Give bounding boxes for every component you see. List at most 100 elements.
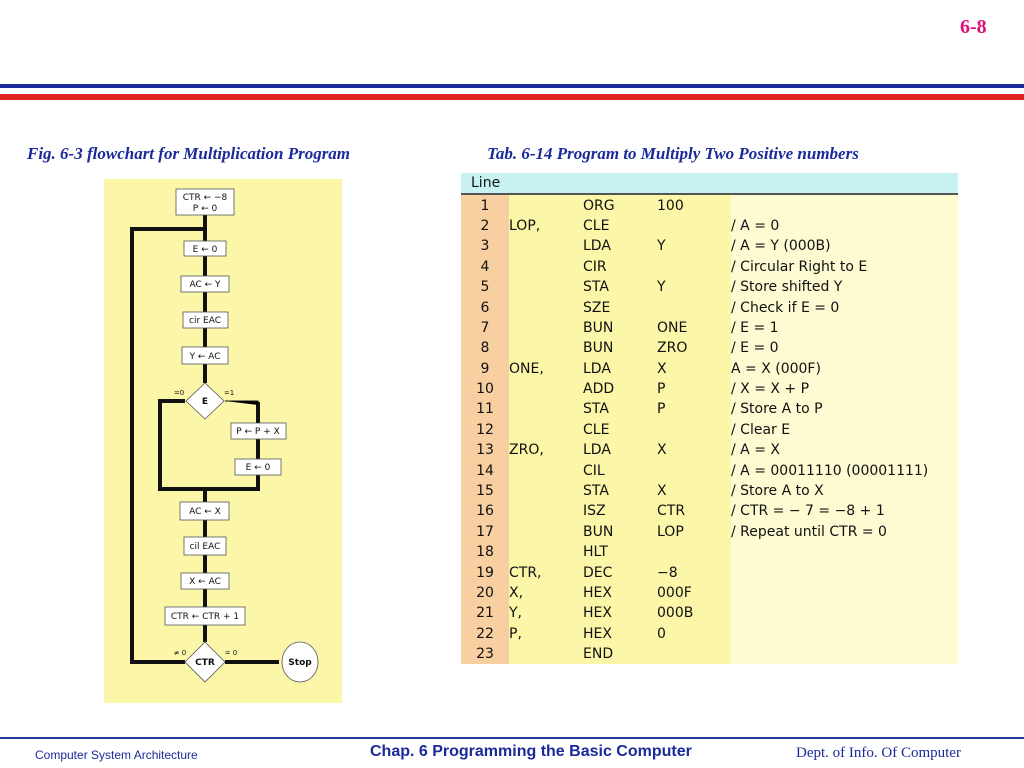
operand-cell [657,256,731,277]
flowchart-panel: CTR ← −8 P ← 0 E ← 0 AC ← Y cir EAC Y ← … [104,179,342,703]
operand-cell: 000F [657,582,731,604]
operand-cell [657,460,731,481]
comment-cell: / Check if E = 0 [731,297,958,318]
operand-cell: Y [657,236,731,257]
opcode-cell: STA [583,276,657,298]
comment-cell: / E = 1 [731,317,958,339]
comment-cell: / A = 0 [731,215,958,237]
operand-cell: −8 [657,562,731,583]
footer-department: Dept. of Info. Of Computer [796,745,961,761]
opcode-cell: CLE [583,215,657,237]
label-cell: CTR, [509,562,583,583]
comment-cell: / Store A to X [731,480,958,502]
line-number: 3 [461,236,509,257]
opcode-cell: CLE [583,419,657,441]
table-row: 18 HLT [461,542,958,563]
flow-e-zero: =0 [174,389,184,397]
operand-cell [657,215,731,237]
flow-clear-e2: E ← 0 [246,463,271,473]
flow-cir: cir EAC [189,316,221,326]
flowchart: CTR ← −8 P ← 0 E ← 0 AC ← Y cir EAC Y ← … [130,188,319,683]
comment-cell [731,643,958,665]
opcode-cell: HEX [583,623,657,644]
line-number: 12 [461,419,509,441]
opcode-cell: CIL [583,460,657,481]
flow-decision-e: E [202,397,208,407]
comment-cell [731,603,958,624]
label-cell [509,317,583,339]
operand-cell: P [657,378,731,400]
label-cell [509,378,583,400]
comment-cell: / X = X + P [731,378,958,400]
line-number: 9 [461,358,509,379]
page-number: 6-8 [960,16,987,38]
opcode-cell: ISZ [583,501,657,522]
opcode-cell: CIR [583,256,657,277]
line-number: 5 [461,276,509,298]
label-cell: P, [509,623,583,644]
opcode-cell: STA [583,399,657,420]
opcode-cell: END [583,643,657,665]
line-number: 21 [461,603,509,624]
opcode-cell: BUN [583,338,657,359]
line-number: 6 [461,297,509,318]
line-number: 18 [461,542,509,563]
opcode-cell: STA [583,480,657,502]
flow-ctr-not-zero: ≠ 0 [174,649,187,657]
line-number: 20 [461,582,509,604]
opcode-cell: HLT [583,542,657,563]
comment-cell [731,194,958,216]
label-cell [509,338,583,359]
operand-cell: Y [657,276,731,298]
comment-cell: / Store shifted Y [731,276,958,298]
label-cell [509,521,583,543]
comment-cell: / Circular Right to E [731,256,958,277]
line-number: 16 [461,501,509,522]
flow-e-one: =1 [224,389,234,397]
line-number: 13 [461,440,509,461]
footer-rule [0,737,1024,739]
operand-cell [657,542,731,563]
comment-cell: / Store A to P [731,399,958,420]
flow-store-y: Y ← AC [188,352,220,362]
line-number: 7 [461,317,509,339]
label-cell: ONE, [509,358,583,379]
line-number: 17 [461,521,509,543]
comment-cell [731,562,958,583]
label-cell: LOP, [509,215,583,237]
operand-cell: X [657,440,731,461]
operand-cell: ONE [657,317,731,339]
table-caption: Tab. 6-14 Program to Multiply Two Positi… [487,144,859,163]
line-number: 8 [461,338,509,359]
label-cell [509,480,583,502]
opcode-cell: ORG [583,194,657,216]
flow-load-y: AC ← Y [189,280,221,290]
flow-init-ctr: CTR ← −8 [183,193,228,203]
operand-cell [657,419,731,441]
label-cell [509,460,583,481]
flow-inc-ctr: CTR ← CTR + 1 [171,612,239,622]
comment-cell: / CTR = − 7 = −8 + 1 [731,501,958,522]
operand-cell: 100 [657,194,731,216]
flow-load-x: AC ← X [189,507,221,517]
header-rule-blue [0,84,1024,88]
line-number: 2 [461,215,509,237]
